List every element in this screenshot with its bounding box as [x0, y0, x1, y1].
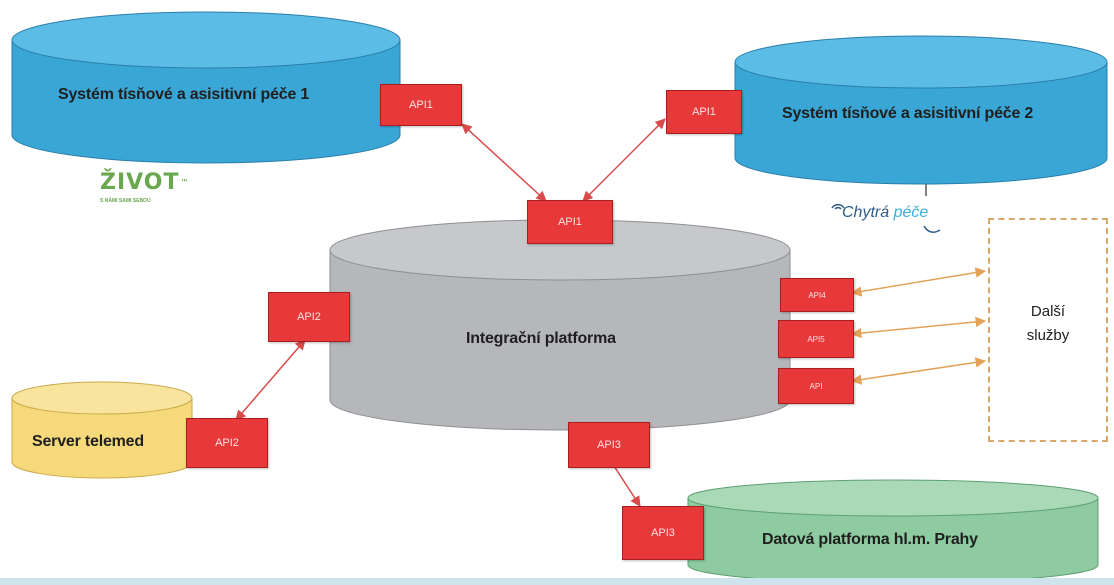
data-platform-cylinder: [687, 479, 1099, 584]
other-services-label: Další služby: [988, 300, 1108, 348]
chytra-word: Chytrá: [842, 204, 890, 221]
zivot-logo-text: ŽIVOT: [100, 170, 180, 195]
integration-cylinder: [329, 219, 791, 431]
data-platform-label: Datová platforma hl.m. Prahy: [762, 531, 978, 548]
arrow-telemed-integration: [235, 339, 306, 421]
zivot-logo-sub: S NÁMI SAMI SEBOU: [100, 198, 151, 204]
api-box-system2: API1: [666, 90, 742, 134]
chytra-pece-logo: Chytrá péče: [831, 203, 976, 240]
arrow-api-services: [850, 357, 987, 385]
api-box-system1: API1: [380, 84, 462, 126]
zivot-logo: ŽIVOT™ S NÁMI SAMI SEBOU: [100, 172, 230, 217]
pece-word: péče: [893, 204, 929, 221]
system2-label: Systém tísňové a asisitivní péče 2: [782, 105, 1034, 122]
other-services-line2: služby: [1026, 327, 1070, 344]
telemed-label: Server telemed: [32, 433, 144, 450]
system1-label: Systém tísňové a asisitivní péče 1: [58, 86, 310, 103]
api-box-integration-top: API1: [527, 200, 613, 244]
zivot-logo-tm: ™: [180, 178, 190, 187]
telemed-cylinder: [11, 381, 193, 479]
arrow-api4-services: [850, 267, 987, 297]
api-box-integration-left: API2: [268, 292, 350, 342]
api-box-api4: API4: [780, 278, 854, 312]
other-services-box: [988, 218, 1108, 442]
integration-label: Integrační platforma: [466, 330, 616, 347]
logo-swoosh-icon: [923, 225, 941, 233]
api-box-telemed: API2: [186, 418, 268, 468]
api-box-integration-bottom: API3: [568, 422, 650, 468]
other-services-line1: Další: [1030, 303, 1066, 320]
api-box-api: API: [778, 368, 854, 404]
wifi-icon: [831, 203, 845, 210]
arrow-api5-services: [850, 316, 987, 339]
system1-cylinder: [11, 11, 401, 164]
bottom-strip: [0, 578, 1114, 585]
api-box-api5: API5: [778, 320, 854, 358]
arrow-system1-integration: [461, 123, 547, 202]
api-box-data: API3: [622, 506, 704, 560]
arrow-integration-data: [613, 465, 641, 507]
arrow-system2-integration: [582, 118, 666, 202]
system2-cylinder: [734, 35, 1108, 185]
